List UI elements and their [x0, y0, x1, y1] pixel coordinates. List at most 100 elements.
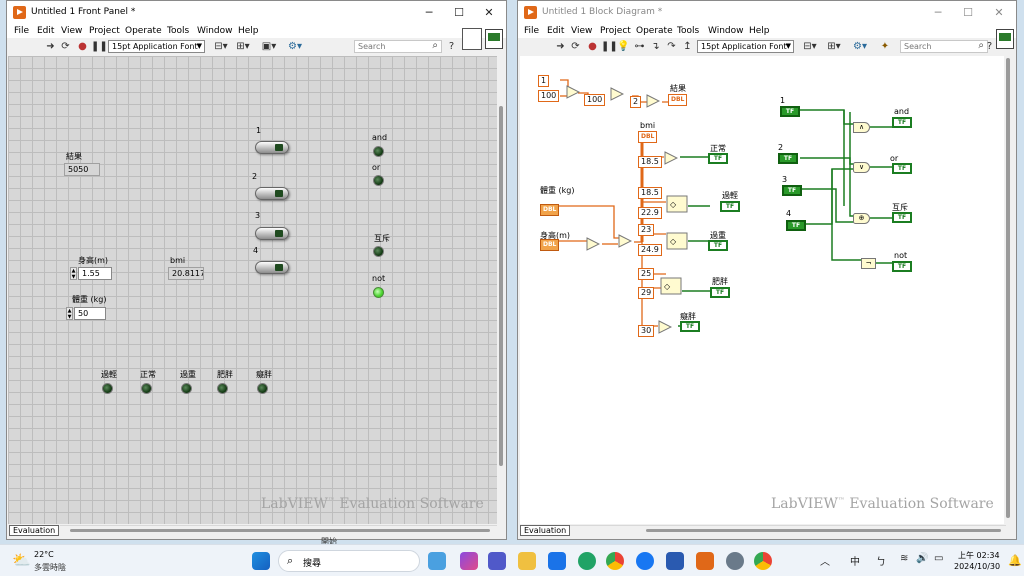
search-input[interactable]: Search⌕ — [354, 40, 442, 53]
abort-icon[interactable]: ● — [76, 40, 89, 53]
clean-up-diagram-icon[interactable]: ✦ — [875, 40, 895, 53]
front-panel-horizontal-scrollbar[interactable] — [60, 525, 497, 534]
vi-icon[interactable] — [996, 29, 1014, 49]
menu-file[interactable]: File — [524, 25, 539, 38]
front-panel-title-bar[interactable]: Untitled 1 Front Panel * ─ ☐ ✕ — [7, 1, 506, 25]
multiply-node[interactable] — [610, 87, 624, 101]
block-diagram-canvas[interactable]: 1 100 100 2 結果 DBL bmi DBL 體重 (kg) DBL 身… — [520, 56, 1004, 524]
xor-gate-node[interactable]: ⊕ — [853, 213, 870, 224]
menu-view[interactable]: View — [571, 25, 592, 38]
scroll-thumb[interactable] — [646, 529, 1001, 532]
const-29[interactable]: 29 — [638, 287, 654, 299]
edge-icon[interactable] — [578, 552, 596, 570]
xor-terminal[interactable]: TF — [892, 212, 912, 223]
menu-view[interactable]: View — [61, 25, 82, 38]
close-button[interactable]: ✕ — [985, 4, 1013, 22]
const-23[interactable]: 23 — [638, 224, 654, 236]
taskbar-search-box[interactable]: ⌕ 搜尋 — [278, 550, 420, 572]
bmi-divide-node[interactable] — [618, 234, 632, 248]
menu-operate[interactable]: Operate — [125, 25, 162, 38]
menu-tools[interactable]: Tools — [167, 25, 189, 38]
thin-terminal[interactable]: TF — [720, 201, 740, 212]
bool-2-terminal[interactable]: TF — [778, 153, 798, 164]
toggle-switch-1[interactable] — [255, 141, 289, 154]
less-than-node[interactable] — [664, 151, 678, 165]
bool-3-terminal[interactable]: TF — [782, 185, 802, 196]
weight-control[interactable]: 50 — [74, 307, 106, 320]
step-into-icon[interactable]: ↴ — [649, 40, 662, 53]
weight-spinner[interactable]: ▲▼ — [66, 307, 73, 320]
const-25[interactable]: 25 — [638, 268, 654, 280]
toggle-switch-3[interactable] — [255, 227, 289, 240]
abort-icon[interactable]: ● — [586, 40, 599, 53]
reorder-icon[interactable]: ⚙▾ — [850, 40, 870, 53]
const-18-5b[interactable]: 18.5 — [638, 187, 662, 199]
ime-indicator[interactable]: 中 — [850, 553, 860, 568]
bool-1-terminal[interactable]: TF — [780, 106, 800, 117]
settings-gear-icon[interactable] — [726, 552, 744, 570]
scroll-thumb[interactable] — [499, 106, 503, 466]
vi-icon[interactable] — [485, 29, 503, 49]
teams-icon[interactable] — [488, 552, 506, 570]
clock-time[interactable]: 上午 02:34 — [958, 550, 1000, 561]
menu-edit[interactable]: Edit — [547, 25, 564, 38]
maximize-button[interactable]: ☐ — [445, 4, 473, 22]
greater-than-node[interactable] — [658, 320, 672, 334]
bmi-terminal[interactable]: DBL — [638, 131, 657, 143]
overweight-terminal[interactable]: TF — [708, 240, 728, 251]
block-diagram-horizontal-scrollbar[interactable] — [566, 525, 1006, 534]
const-100b[interactable]: 100 — [584, 94, 605, 106]
menu-operate[interactable]: Operate — [636, 25, 673, 38]
normal-terminal[interactable]: TF — [708, 153, 728, 164]
in-range-node-3[interactable]: ◇ — [660, 277, 682, 295]
ime-mode-icon[interactable]: ㄅ — [876, 553, 886, 568]
block-diagram-vertical-scrollbar[interactable] — [1004, 56, 1012, 524]
notification-bell-icon[interactable]: 🔔 — [1008, 554, 1022, 567]
retain-wire-values-icon[interactable]: ⊶ — [633, 40, 646, 53]
height-control[interactable]: 1.55 — [78, 267, 112, 280]
maximize-button[interactable]: ☐ — [954, 4, 982, 22]
menu-tools[interactable]: Tools — [677, 25, 699, 38]
in-range-node-1[interactable]: ◇ — [666, 195, 688, 213]
menu-window[interactable]: Window — [708, 25, 744, 38]
connector-pane-icon[interactable] — [462, 28, 482, 50]
pause-icon[interactable]: ❚❚ — [91, 40, 104, 53]
menu-project[interactable]: Project — [600, 25, 631, 38]
labview-taskbar-icon[interactable] — [696, 552, 714, 570]
run-continuously-icon[interactable]: ⟳ — [569, 40, 582, 53]
toggle-switch-4[interactable] — [255, 261, 289, 274]
block-diagram-eval-tab[interactable]: Evaluation — [520, 525, 570, 536]
chevron-up-icon[interactable]: ︿ — [820, 553, 830, 568]
help-icon[interactable]: ? — [445, 40, 458, 53]
and-gate-node[interactable]: ∧ — [853, 122, 870, 133]
height-spinner[interactable]: ▲▼ — [70, 267, 77, 280]
block-diagram-title-bar[interactable]: Untitled 1 Block Diagram * ─ ☐ ✕ — [518, 1, 1016, 25]
weather-temp[interactable]: 22°C — [34, 550, 54, 559]
windows-start-icon[interactable] — [252, 552, 270, 570]
step-out-icon[interactable]: ↥ — [681, 40, 694, 53]
task-view-icon[interactable] — [428, 552, 446, 570]
weather-icon[interactable]: ⛅ — [12, 551, 31, 569]
result-terminal[interactable]: DBL — [668, 94, 687, 106]
menu-edit[interactable]: Edit — [37, 25, 54, 38]
menu-help[interactable]: Help — [749, 25, 770, 38]
help-icon[interactable]: ? — [983, 40, 996, 53]
distribute-objects-icon[interactable]: ⊞▾ — [824, 40, 844, 53]
step-over-icon[interactable]: ↷ — [665, 40, 678, 53]
minimize-button[interactable]: ─ — [415, 4, 443, 22]
menu-help[interactable]: Help — [238, 25, 259, 38]
distribute-objects-icon[interactable]: ⊞▾ — [233, 40, 253, 53]
app-icon[interactable] — [666, 552, 684, 570]
front-panel-eval-tab[interactable]: Evaluation — [9, 525, 59, 536]
chrome-icon[interactable] — [606, 552, 624, 570]
search-input[interactable]: Search⌕ — [900, 40, 988, 53]
weather-desc[interactable]: 多雲時陰 — [34, 562, 66, 573]
volume-icon[interactable]: 🔊 — [916, 553, 928, 564]
const-1[interactable]: 1 — [538, 75, 549, 87]
copilot-icon[interactable] — [460, 552, 478, 570]
menu-window[interactable]: Window — [197, 25, 233, 38]
font-select[interactable]: 15pt Application Font▼ — [697, 40, 794, 53]
run-arrow-icon[interactable]: ➜ — [44, 40, 57, 53]
add-node[interactable] — [566, 85, 580, 99]
divide-node[interactable] — [646, 94, 660, 108]
